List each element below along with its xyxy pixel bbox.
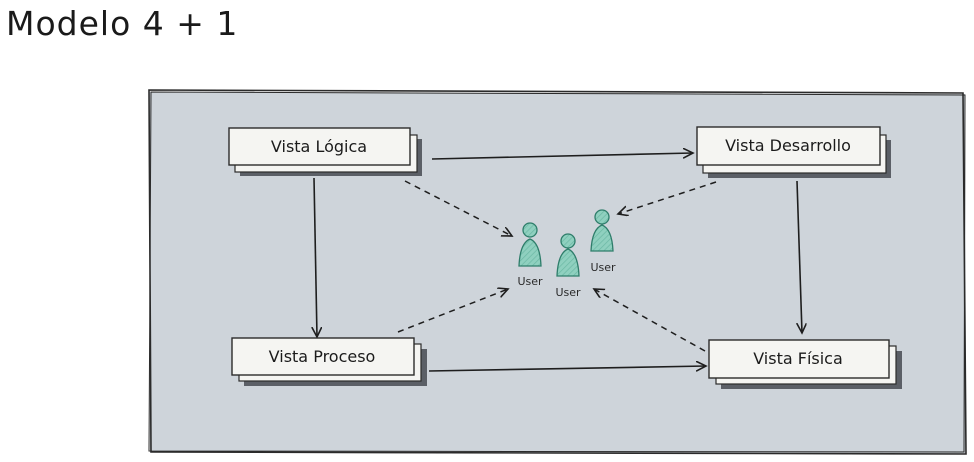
user-figure: User <box>517 222 543 288</box>
user-figure: User <box>555 233 581 299</box>
view-label-desarrollo: Vista Desarrollo <box>725 136 851 155</box>
arrow-logica-to-users <box>404 180 512 236</box>
solid-arrows <box>314 153 802 371</box>
user-icon <box>518 222 542 267</box>
arrow-proceso-to-fisica <box>428 366 706 371</box>
user-label: User <box>555 286 581 299</box>
dashed-arrows <box>397 180 717 352</box>
view-label-fisica: Vista Física <box>753 349 843 368</box>
view-box-logica: Vista Lógica <box>228 127 422 176</box>
user-label: User <box>517 275 543 288</box>
page-title: Modelo 4 + 1 <box>6 4 239 43</box>
view-box-proceso: Vista Proceso <box>231 337 427 386</box>
view-box-fisica: Vista Física <box>708 339 902 389</box>
view-box-desarrollo: Vista Desarrollo <box>696 126 891 178</box>
view-label-proceso: Vista Proceso <box>269 347 376 366</box>
user-figure: User <box>590 209 616 274</box>
arrow-proceso-to-users <box>397 289 508 333</box>
user-label: User <box>590 261 616 274</box>
view-label-logica: Vista Lógica <box>271 137 367 156</box>
user-icon <box>556 233 580 277</box>
user-icon <box>590 209 614 252</box>
arrow-desarrollo-to-fisica <box>797 180 802 333</box>
arrow-logica-to-desarrollo <box>431 153 693 160</box>
arrow-logica-to-proceso <box>314 177 317 337</box>
